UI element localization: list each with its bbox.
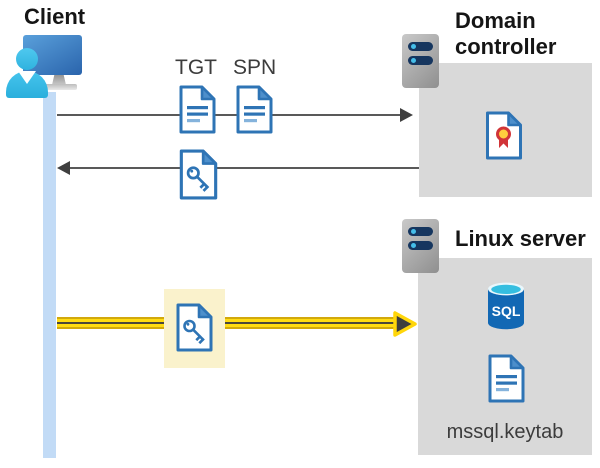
tgt-document-icon xyxy=(179,85,216,134)
sql-database-icon: SQL xyxy=(488,282,524,330)
client-timeline xyxy=(43,92,56,458)
ticket-key-document-icon xyxy=(179,149,218,200)
user-body-icon xyxy=(6,71,48,98)
tgt-label: TGT xyxy=(175,56,217,79)
keytab-key-document-icon xyxy=(176,303,213,352)
server-bar-icon xyxy=(408,42,433,51)
keytab-file-icon xyxy=(488,354,525,403)
certificate-seal xyxy=(496,126,511,142)
response-arrowhead-icon xyxy=(57,161,70,175)
keytab-label: mssql.keytab xyxy=(446,421,564,443)
request-arrowhead-icon xyxy=(400,108,413,122)
linux-server-label: Linux server xyxy=(455,226,586,251)
monitor-stand-icon xyxy=(52,74,66,85)
spn-document-icon xyxy=(236,85,273,134)
response-arrow-line xyxy=(68,167,419,169)
server-bar-icon xyxy=(408,227,433,236)
monitor-stand-base-icon xyxy=(45,84,77,90)
request-arrow-line xyxy=(57,114,401,116)
sql-icon-label: SQL xyxy=(492,303,521,319)
linux-server-icon xyxy=(402,219,439,273)
certificate-icon xyxy=(486,111,522,160)
auth-arrowhead-icon xyxy=(393,311,417,337)
domain-controller-label: Domain controller xyxy=(455,8,557,59)
domain-controller-server-icon xyxy=(402,34,439,88)
server-bar-icon xyxy=(408,241,433,250)
user-icon xyxy=(16,48,38,70)
spn-label: SPN xyxy=(233,56,277,79)
client-label: Client xyxy=(24,4,86,29)
server-bar-icon xyxy=(408,56,433,65)
auth-arrow-highlighted xyxy=(57,317,394,329)
